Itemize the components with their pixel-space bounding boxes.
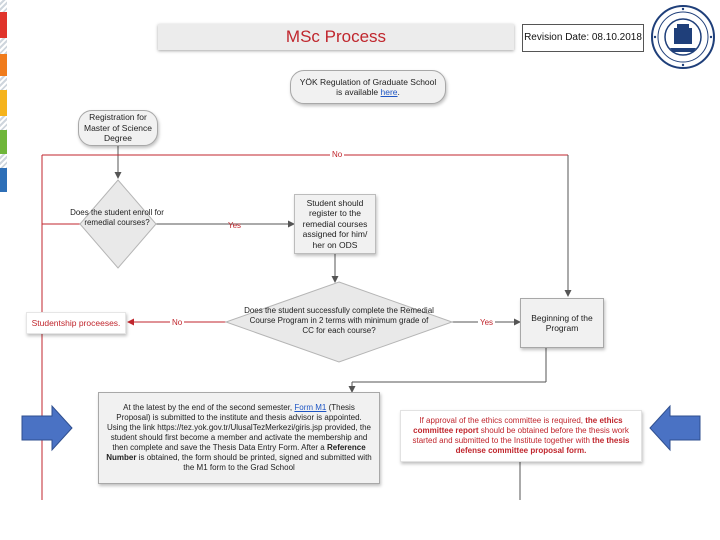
label-no-top: No xyxy=(330,150,345,159)
beginning-box: Beginning of the Program xyxy=(520,298,604,348)
yok-line2-suffix: . xyxy=(397,87,400,97)
ethics-text-1: If approval of the ethics committee is r… xyxy=(419,416,586,425)
university-seal-icon xyxy=(651,5,715,69)
ethics-box: If approval of the ethics committee is r… xyxy=(400,410,642,462)
right-arrow-icon xyxy=(21,404,73,452)
register-remedial-text: Student should register to the remedial … xyxy=(302,197,368,250)
strip-seg xyxy=(0,54,7,76)
m1-text-2: (Thesis Proposal) is submitted to the in… xyxy=(107,403,362,432)
registration-box: Registration for Master of Science Degre… xyxy=(78,110,158,146)
register-remedial-box: Student should register to the remedial … xyxy=(294,194,376,254)
left-arrow-icon xyxy=(649,404,701,452)
complete-question: Does the student successfully complete t… xyxy=(244,306,434,335)
yok-regulation-box: YÖK Regulation of Graduate School is ava… xyxy=(290,70,446,104)
yok-here-link[interactable]: here xyxy=(380,87,398,97)
form-m1-link[interactable]: Form M1 xyxy=(294,403,327,412)
yok-line2-prefix: is available xyxy=(336,87,381,97)
strip-seg xyxy=(0,130,7,154)
title-bar: MSc Process xyxy=(158,24,514,50)
m1-text-3: provided, the student should first becom… xyxy=(110,423,371,452)
enroll-question: Does the student enroll for remedial cou… xyxy=(70,208,164,227)
revision-date: Revision Date: 08.10.2018 xyxy=(522,24,644,52)
page-title: MSc Process xyxy=(285,27,387,46)
strip-seg xyxy=(0,90,7,116)
strip-seg xyxy=(0,0,7,12)
beginning-text: Beginning of the Program xyxy=(531,312,593,334)
registration-text: Registration for Master of Science Degre… xyxy=(83,112,153,144)
strip-seg xyxy=(0,76,7,90)
label-no-complete: No xyxy=(170,318,185,327)
m1-reference-number: Reference Number xyxy=(106,443,366,462)
ethics-bold-2: the thesis defense committee proposal fo… xyxy=(455,436,630,455)
strip-seg xyxy=(0,116,7,130)
studentship-box: Studentship proceeses. xyxy=(26,312,126,334)
ethics-bold-1: the ethics committee report xyxy=(413,416,623,435)
label-yes-enroll: Yes xyxy=(228,221,242,230)
yok-line1: YÖK Regulation of Graduate School xyxy=(299,76,437,87)
ethics-text-2: should be obtained before the thesis wor… xyxy=(412,426,629,445)
m1-text-1: At the latest by the end of the second s… xyxy=(123,403,295,412)
m1-url: https://tez.yok.gov.tr/UlusalTezMerkezi/… xyxy=(157,423,323,432)
decision-diamond-enroll xyxy=(79,179,157,269)
m1-text-4: is obtained, the form should be printed,… xyxy=(136,453,372,472)
strip-seg xyxy=(0,168,7,192)
color-strip xyxy=(0,0,7,540)
strip-seg xyxy=(0,12,7,38)
studentship-text: Studentship proceeses. xyxy=(31,317,121,328)
strip-seg xyxy=(0,154,7,168)
strip-seg xyxy=(0,38,7,54)
label-yes-complete: Yes xyxy=(478,318,496,327)
decision-diamond-complete xyxy=(224,281,454,363)
m1-form-box: At the latest by the end of the second s… xyxy=(98,392,380,484)
